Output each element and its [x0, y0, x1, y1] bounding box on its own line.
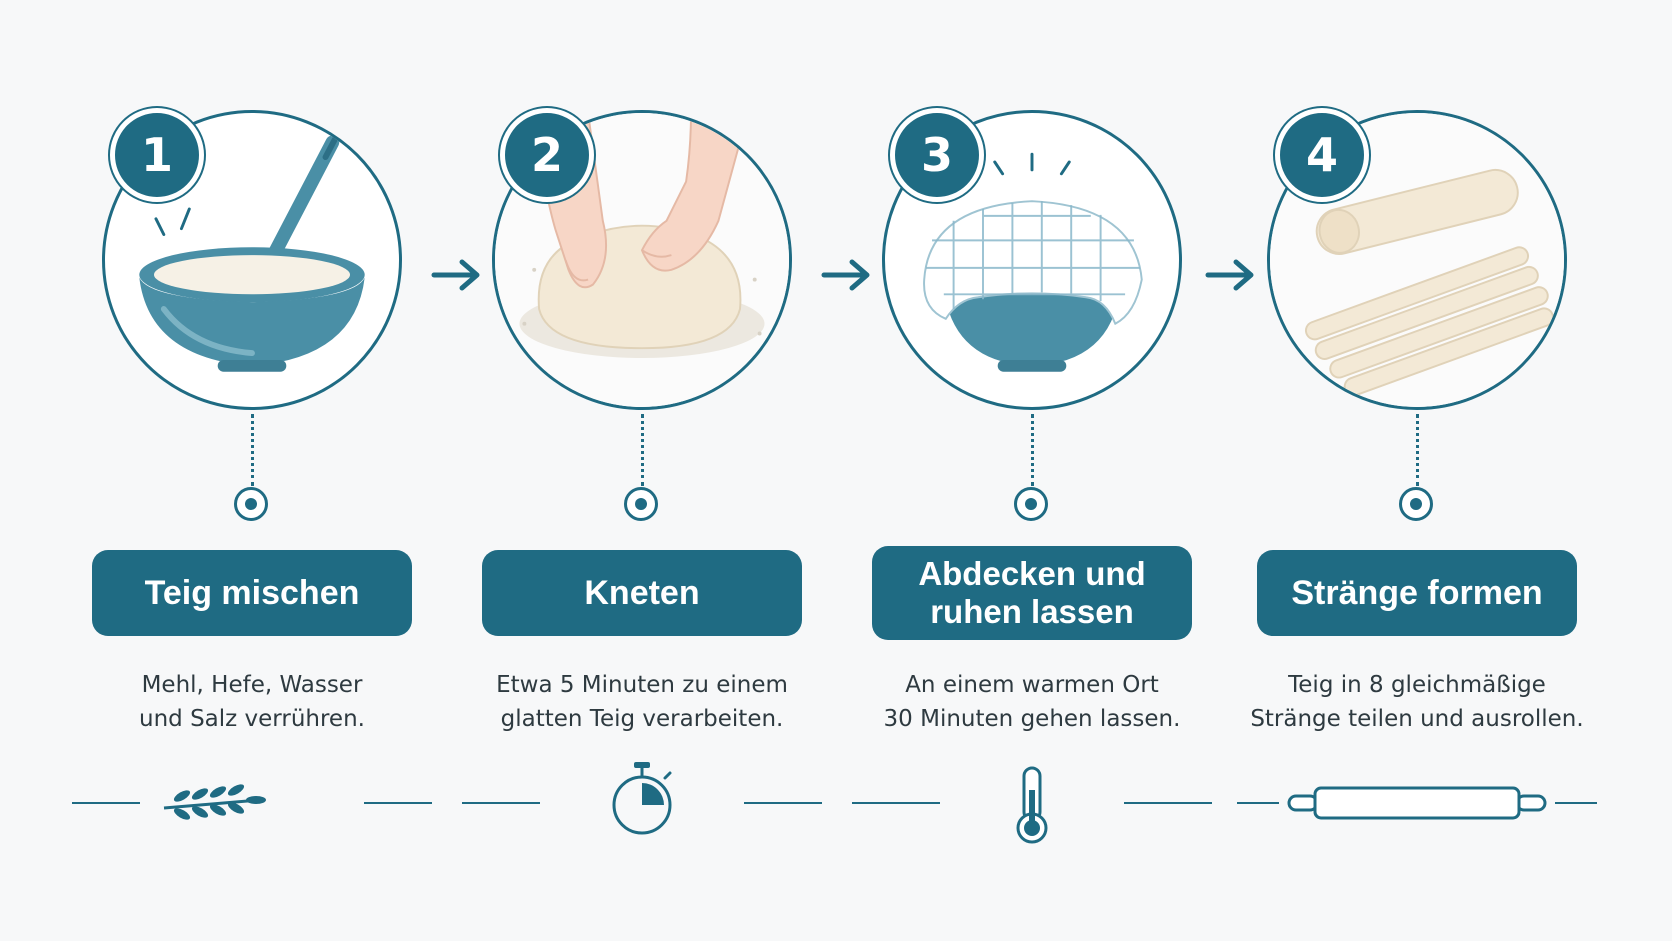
- step-number-badge: 2: [500, 108, 594, 202]
- arrow-right-icon: [1205, 259, 1254, 291]
- desc-line-1: Teig in 8 gleichmäßige: [1288, 672, 1546, 698]
- stopwatch-divider: [462, 762, 822, 835]
- covered-bowl-illustration: [923, 152, 1143, 372]
- stopwatch-icon: [612, 762, 672, 835]
- connector-line: [641, 414, 644, 486]
- connector-line: [251, 414, 254, 486]
- desc-line-2: glatten Teig verarbeiten.: [500, 706, 784, 732]
- step-description: Mehl, Hefe, Wasser und Salz verrühren.: [62, 668, 442, 736]
- thermometer-divider: [852, 766, 1212, 844]
- step-1-illustration: [102, 110, 402, 410]
- step-number-badge: 3: [890, 108, 984, 202]
- step-4-illustration: [1267, 110, 1567, 410]
- step-3: 3 Abdecken und ruhen lassen An einem war…: [832, 0, 1232, 941]
- timeline-marker: [1399, 487, 1433, 521]
- timeline-marker: [234, 487, 268, 521]
- desc-line-2: Stränge teilen und ausrollen.: [1250, 706, 1584, 732]
- timeline-marker: [624, 487, 658, 521]
- wheat-divider: [72, 784, 432, 820]
- step-description: Teig in 8 gleichmäßige Stränge teilen un…: [1227, 668, 1607, 736]
- dough-strands-illustration: [1270, 113, 1564, 407]
- step-description: An einem warmen Ort 30 Minuten gehen las…: [842, 668, 1222, 736]
- step-title: Teig mischen: [92, 550, 412, 636]
- step-title: Kneten: [482, 550, 802, 636]
- connector-line: [1031, 414, 1034, 486]
- step-title: Abdecken und ruhen lassen: [872, 546, 1192, 640]
- timeline-marker: [1014, 487, 1048, 521]
- step-description: Etwa 5 Minuten zu einem glatten Teig ver…: [452, 668, 832, 736]
- desc-line-2: und Salz verrühren.: [139, 706, 365, 732]
- desc-line-1: An einem warmen Ort: [905, 672, 1159, 698]
- step-title: Stränge formen: [1257, 550, 1577, 636]
- step-2: 2 Kneten Etwa 5 Minuten zu einem glatten…: [442, 0, 842, 941]
- step-number-badge: 4: [1275, 108, 1369, 202]
- arrow-right-icon: [821, 259, 870, 291]
- arrow-right-icon: [431, 259, 480, 291]
- rolling-pin-divider: [1237, 786, 1597, 820]
- step-4: 4 Stränge formen Teig in 8 gleichmäßige …: [1217, 0, 1617, 941]
- wheat-icon: [163, 784, 266, 820]
- step-number-badge: 1: [110, 108, 204, 202]
- desc-line-2: 30 Minuten gehen lassen.: [883, 706, 1181, 732]
- bowl-whisk-illustration: [139, 135, 365, 372]
- desc-line-1: Mehl, Hefe, Wasser: [141, 672, 363, 698]
- desc-line-1: Etwa 5 Minuten zu einem: [496, 672, 788, 698]
- connector-line: [1416, 414, 1419, 486]
- step-1: 1 Teig mischen Mehl, Hefe, Wasser und Sa…: [52, 0, 452, 941]
- rolling-pin-icon: [1287, 786, 1547, 820]
- thermometer-icon: [1016, 766, 1048, 844]
